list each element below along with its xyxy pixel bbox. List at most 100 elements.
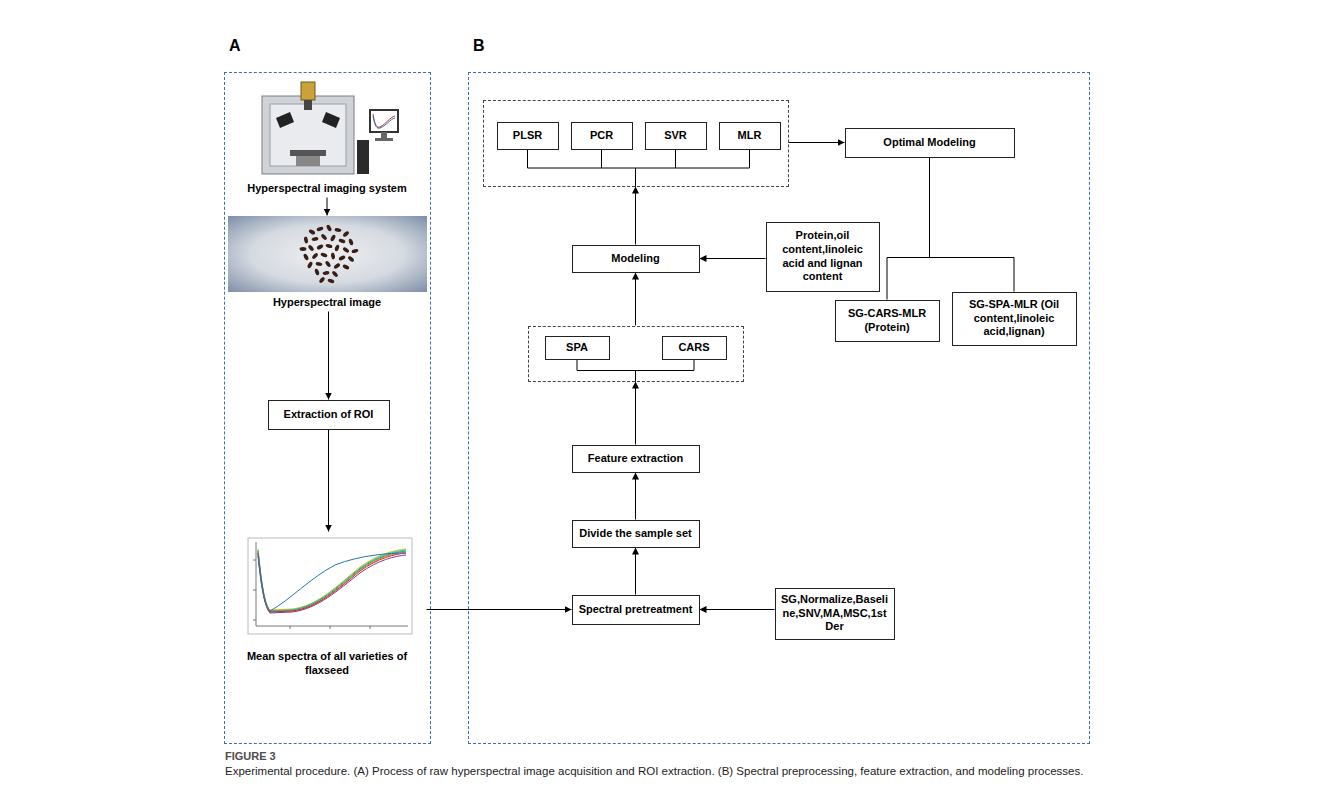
seed-image [326,224,333,232]
figure-number: FIGURE 3 [225,750,425,762]
seed-image [322,271,329,276]
flow-arrow [635,273,636,326]
seed-image [304,236,309,243]
node-text: SG-CARS-MLR (Protein) [840,307,935,335]
seed-image [331,270,338,277]
imaging-system-illustration [370,110,398,132]
seed-image [320,252,328,258]
process-box: Protein,oil content,linoleic acid and li… [766,222,880,292]
node-text: PCR [590,129,613,143]
seed-image [330,234,337,242]
flow-arrow [328,312,329,400]
spectra-chart [253,560,370,629]
imaging-system-illustration [301,82,315,100]
flow-arrow [635,548,636,595]
seed-image [308,229,316,236]
spectra-chart [258,549,406,613]
imaging-system-illustration [290,150,326,156]
spectra-chart [258,551,406,611]
junction-wire [635,371,636,382]
process-box: SVR [645,122,707,150]
node-text: MLR [738,129,762,143]
junction-wire [675,150,676,169]
imaging-system-illustration [322,112,340,128]
image-with-caption: Hyperspectral imaging system [228,78,427,198]
flow-arrow [635,187,636,245]
flow-arrow [635,473,636,520]
node-text: Mean spectra of all varieties of flaxsee… [228,650,427,678]
seed-image [348,238,354,246]
process-box: Optimal Modeling [845,128,1015,158]
process-box: PCR [571,122,633,150]
imaging-system-illustration [270,104,346,166]
spectra-chart [256,542,408,626]
junction-wire [528,168,750,169]
seed-image [228,216,427,292]
seed-image [307,261,314,269]
seed-image [351,248,359,253]
process-box: CARS [662,336,727,360]
junction-wire [694,360,695,371]
process-box: SPA [545,336,610,360]
imaging-system-illustration [375,138,393,141]
node-text: SG-SPA-MLR (Oil content,linoleic acid,li… [957,298,1072,339]
seed-image [314,268,320,276]
panel-frame: AHyperspectral imaging systemHyperspectr… [224,72,431,744]
imaging-system-illustration [296,156,320,166]
process-box: Divide the sample set [572,520,700,548]
seed-image [342,246,350,253]
flow-arrow [700,609,775,610]
flow-arrow [328,430,329,532]
flow-arrow [930,158,1015,292]
junction-wire [749,150,750,169]
seed-image [307,244,314,252]
seed-image [342,264,350,270]
spectra-chart [258,550,406,611]
node-text: Hyperspectral imaging system [247,182,407,196]
junction-wire [527,150,528,169]
node-text: Spectral pretreatment [579,603,693,617]
seed-image [311,252,318,259]
seed-image [334,244,340,252]
spectra-chart [248,538,412,634]
method-group: SPA CARS [528,326,744,382]
node-text: SPA [566,341,588,355]
junction-wire [601,150,602,169]
node-text: CARS [678,341,709,355]
seed-image [333,262,341,269]
imaging-system-illustration [304,100,312,110]
process-box: SG,Normalize,Baseline,SNV,MA,MSC,1st Der [775,588,895,640]
image-with-caption: Mean spectra of all varieties of flaxsee… [228,532,427,680]
imaging-system-illustration [381,132,387,138]
seed-image [320,233,327,240]
seed-image [315,262,322,267]
process-box: Modeling [572,245,700,273]
process-box: Extraction of ROI [268,400,390,430]
seed-image [338,238,346,244]
flow-arrow [427,609,572,610]
spectra-chart [248,538,412,634]
node-text: Divide the sample set [579,527,692,541]
spectra-chart [258,553,406,612]
imaging-system-illustration [357,140,369,174]
seed-image [228,216,427,292]
seed-image [324,260,331,268]
node-text: PLSR [513,129,542,143]
node-text: SVR [664,129,687,143]
flow-arrow [789,142,845,143]
figure-caption: Experimental procedure. (A) Process of r… [225,765,1091,778]
seed-image [300,247,307,251]
spectra-chart [258,553,406,611]
process-box: Spectral pretreatment [572,595,700,625]
junction-wire [577,360,578,371]
imaging-system-illustration [373,116,395,128]
panel-frame: BPLSRPCRSVRMLROptimal ModelingModelingPr… [468,72,1090,744]
junction-wire [635,168,636,187]
seed-image [334,228,341,233]
node-text: SG,Normalize,Baseline,SNV,MA,MSC,1st Der [780,593,890,634]
seed-image [331,252,336,259]
process-box: MLR [719,122,781,150]
node-text: Modeling [611,252,659,266]
